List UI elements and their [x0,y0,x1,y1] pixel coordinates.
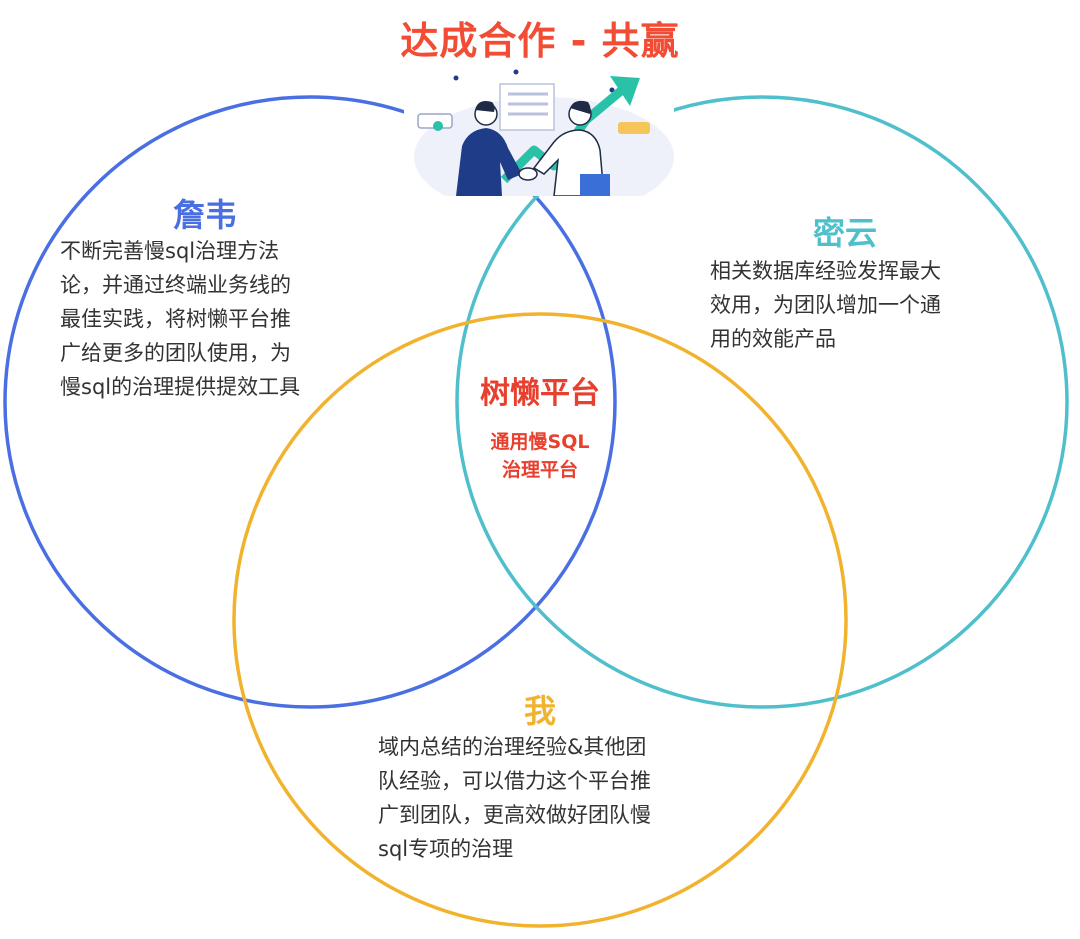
center-subtitle-line: 通用慢SQL [490,431,590,453]
desc-line: 相关数据库经验发挥最大 [710,259,941,283]
set-description-me: 域内总结的治理经验&其他团 队经验，可以借力这个平台推 广到团队，更高效做好团队… [378,730,708,866]
desc-line: 域内总结的治理经验&其他团 [378,735,647,759]
circle-miyun [455,95,1069,709]
diagram-title: 达成合作 - 共赢 [400,19,680,63]
center-subtitle-line: 治理平台 [501,459,578,481]
circle-me [232,312,848,928]
set-label-miyun: 密云 [812,214,877,252]
desc-line: sql专项的治理 [378,837,514,861]
circle-zhanwei [3,95,617,709]
desc-line: 广到团队，更高效做好团队慢 [378,803,651,827]
desc-line: 队经验，可以借力这个平台推 [378,769,651,793]
handshake-growth-illustration [404,62,674,217]
set-label-me: 我 [523,692,556,730]
desc-line: 广给更多的团队使用，为 [60,341,291,365]
desc-line: 用的效能产品 [710,327,836,351]
desc-line: 最佳实践，将树懒平台推 [60,307,291,331]
center-title: 树懒平台 [480,376,600,411]
desc-line: 效用，为团队增加一个通 [710,293,941,317]
desc-line: 慢sql的治理提供提效工具 [60,375,301,399]
desc-line: 论，并通过终端业务线的 [60,273,291,297]
set-description-miyun: 相关数据库经验发挥最大 效用，为团队增加一个通 用的效能产品 [710,254,1000,356]
set-label-zhanwei: 詹韦 [172,196,237,234]
set-description-zhanwei: 不断完善慢sql治理方法 论，并通过终端业务线的 最佳实践，将树懒平台推 广给更… [60,234,360,404]
desc-line: 不断完善慢sql治理方法 [60,239,280,263]
center-subtitle: 通用慢SQL 治理平台 [440,428,640,484]
